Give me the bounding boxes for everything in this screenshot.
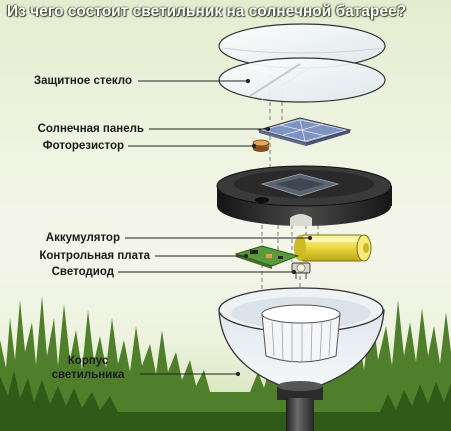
label-battery: Аккумулятор	[45, 232, 120, 244]
battery	[294, 234, 372, 262]
top-cap	[216, 165, 392, 226]
label-housing-line1: Корпус	[67, 355, 109, 367]
grass-background	[0, 296, 451, 431]
leader-lines	[118, 78, 313, 377]
label-housing-line2: светильника	[51, 369, 125, 381]
lamp-housing	[218, 287, 385, 393]
label-control-board: Контрольная плата	[39, 250, 150, 262]
page-title: Из чего состоит светильник на солнечной …	[7, 3, 407, 20]
photoresistor	[252, 139, 270, 152]
label-solar-panel: Солнечная панель	[37, 123, 144, 135]
label-protective-glass: Защитное стекло	[33, 75, 132, 87]
lamp-post	[277, 381, 323, 431]
label-led: Светодиод	[51, 266, 114, 278]
label-photoresistor: Фоторезистор	[42, 140, 124, 152]
label-housing: Корпус светильника	[40, 354, 136, 382]
solar-panel	[257, 117, 352, 146]
protective-glass	[218, 23, 386, 103]
led	[291, 262, 311, 279]
